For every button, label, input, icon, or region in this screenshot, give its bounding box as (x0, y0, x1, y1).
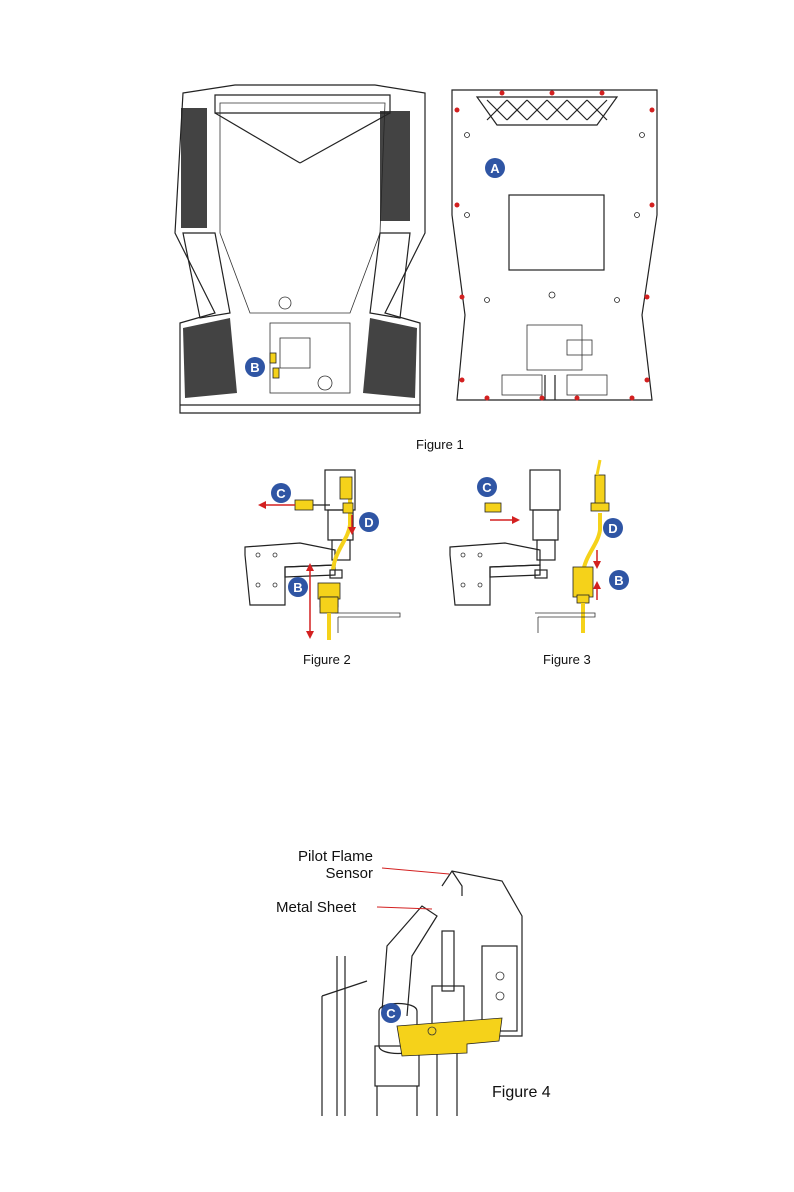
figure4-caption: Figure 4 (492, 1084, 551, 1101)
figure4-drawing (267, 846, 567, 1116)
callout-b-figure1: B (245, 357, 265, 377)
figure3-drawing (445, 455, 625, 645)
figure3-caption: Figure 3 (543, 652, 591, 667)
callout-d-figure3: D (603, 518, 623, 538)
callout-c-figure3: C (477, 477, 497, 497)
callout-d-figure2: D (359, 512, 379, 532)
pilot-flame-sensor-line1: Pilot Flame (288, 848, 373, 865)
back-panel-drawing (447, 85, 662, 405)
callout-b-figure2: B (288, 577, 308, 597)
figure1-back-panel (447, 85, 662, 405)
figure1-stove-body (175, 83, 425, 423)
pilot-flame-sensor-line2: Sensor (288, 865, 373, 882)
figure3-svg (445, 455, 625, 645)
pilot-flame-sensor-label: Pilot Flame Sensor (288, 848, 373, 882)
figure2-drawing (240, 455, 410, 645)
callout-c-figure4: C (381, 1003, 401, 1023)
figure2-caption: Figure 2 (303, 652, 351, 667)
metal-sheet-label: Metal Sheet (276, 899, 356, 916)
callout-a-figure1: A (485, 158, 505, 178)
callout-b-figure3: B (609, 570, 629, 590)
figure2-svg (240, 455, 410, 645)
figure1-caption: Figure 1 (416, 437, 464, 452)
callout-c-figure2: C (271, 483, 291, 503)
figure4-svg (267, 846, 567, 1116)
stove-body-drawing (175, 83, 425, 423)
